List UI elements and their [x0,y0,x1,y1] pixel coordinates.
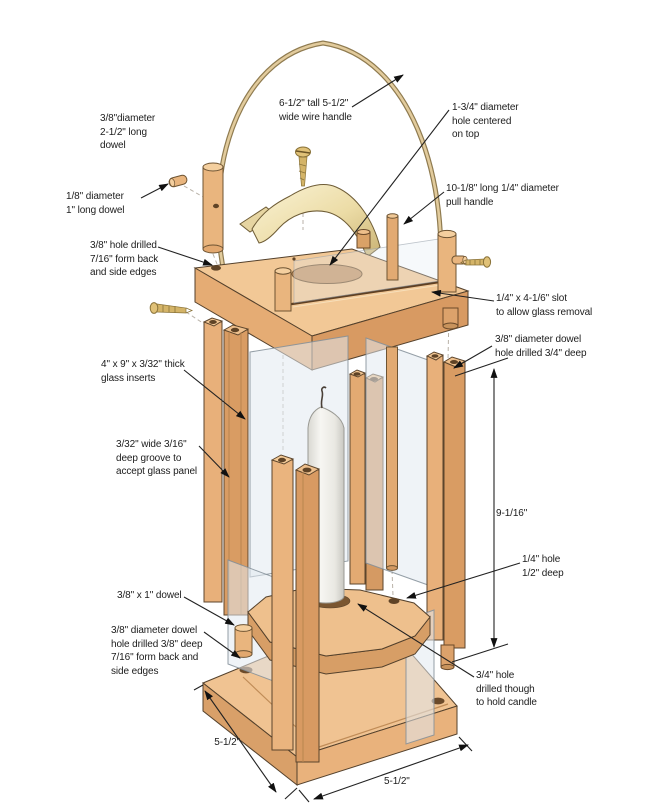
roof-shade [239,184,381,258]
leader-base-dowel-hole [203,631,241,659]
screw-right [460,256,492,268]
leader-top-hole-drilled [157,246,213,266]
pull-handle-rod-lower [386,346,398,571]
base-dowel-hole-right [431,697,445,705]
leader-candle-hole [357,603,475,678]
roof-mount-dowel [356,229,371,249]
leader-lines [140,74,521,678]
plate-tenon-right [442,307,459,330]
leader-dowel-hole-34 [453,345,493,369]
leader-dowel-38x1 [183,596,235,626]
corner-post-front [270,454,321,763]
leader-top-hole [329,109,450,266]
dowel-pin-hole [213,203,219,209]
pilot-hole [292,257,296,261]
dimension-base-front [298,736,473,803]
chimney-hole [291,264,363,284]
screw-top [295,146,311,187]
leader-quarter-hole [406,562,521,599]
dowel-38x1 [234,624,253,658]
dimension-height [451,357,509,663]
corner-dowel-hole [211,265,221,271]
leader-groove [198,445,230,478]
glass-slot [290,278,455,306]
screw-left [149,302,194,314]
leader-glass-inserts [183,369,246,420]
candle-wick [320,386,327,409]
dowel-1-inch [168,174,188,188]
leader-pull-handle [403,191,445,225]
leader-wire-handle [351,74,404,108]
leader-dowel-small [140,183,169,199]
pull-handle-rod-upper [386,213,399,281]
dowel-2-5-inch [202,162,224,254]
top-plate [193,213,470,371]
dimension-base-left [193,684,298,800]
plate-peg [274,267,292,312]
leader-slot [431,289,495,302]
corner-post-right [425,351,467,671]
rod-hole [388,598,400,604]
